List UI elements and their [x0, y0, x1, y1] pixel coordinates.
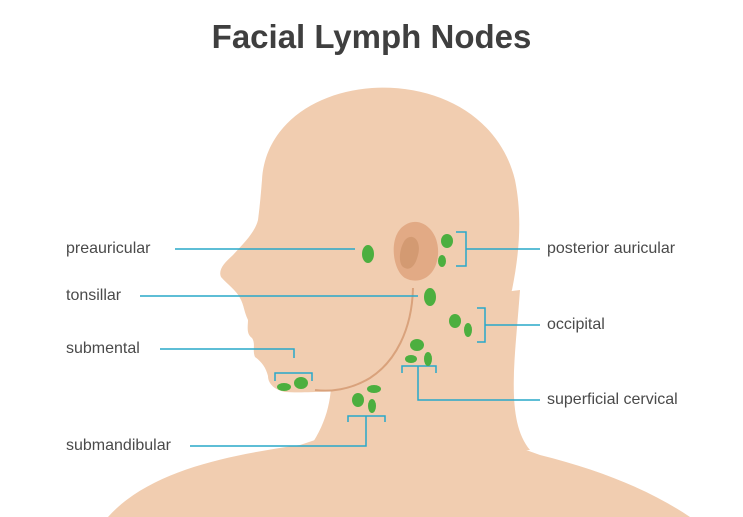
- label-submandibular: submandibular: [66, 437, 171, 454]
- label-preauricular: preauricular: [66, 240, 151, 257]
- superficial-cervical-node: [405, 355, 417, 363]
- submental-leader: [160, 348, 295, 358]
- preauricular-node: [362, 245, 374, 263]
- posterior-auricular-node: [441, 234, 453, 248]
- label-tonsillar: tonsillar: [66, 287, 122, 304]
- submandibular-node: [367, 385, 381, 393]
- jaw-line: [314, 287, 414, 392]
- label-submental: submental: [66, 340, 140, 357]
- superficial-cervical-leader: [417, 366, 540, 401]
- submandibular-node: [352, 393, 364, 407]
- superficial-cervical-node: [424, 352, 432, 366]
- lymph-nodes: [277, 234, 472, 413]
- superficial-cervical-node: [410, 339, 424, 351]
- submental-node: [277, 383, 291, 391]
- ear-inner-shape: [399, 236, 419, 269]
- submental-bracket: [274, 372, 313, 381]
- occipital-node: [449, 314, 461, 328]
- head-shape: [220, 87, 520, 393]
- leader-lines: [140, 231, 540, 447]
- shoulders-shape: [108, 395, 690, 517]
- posterior-auricular-node: [438, 255, 446, 267]
- submandibular-node: [368, 399, 376, 413]
- occipital-node: [464, 323, 472, 337]
- label-occipital: occipital: [547, 316, 605, 333]
- submandibular-bracket: [347, 415, 386, 422]
- label-posterior-auricular: posterior auricular: [547, 240, 676, 257]
- page-title: Facial Lymph Nodes: [211, 18, 532, 55]
- submandibular-leader: [190, 416, 367, 447]
- label-superficial-cervical: superficial cervical: [547, 391, 678, 408]
- tonsillar-node: [424, 288, 436, 306]
- submental-node: [294, 377, 308, 389]
- superficial-cervical-bracket: [401, 365, 437, 373]
